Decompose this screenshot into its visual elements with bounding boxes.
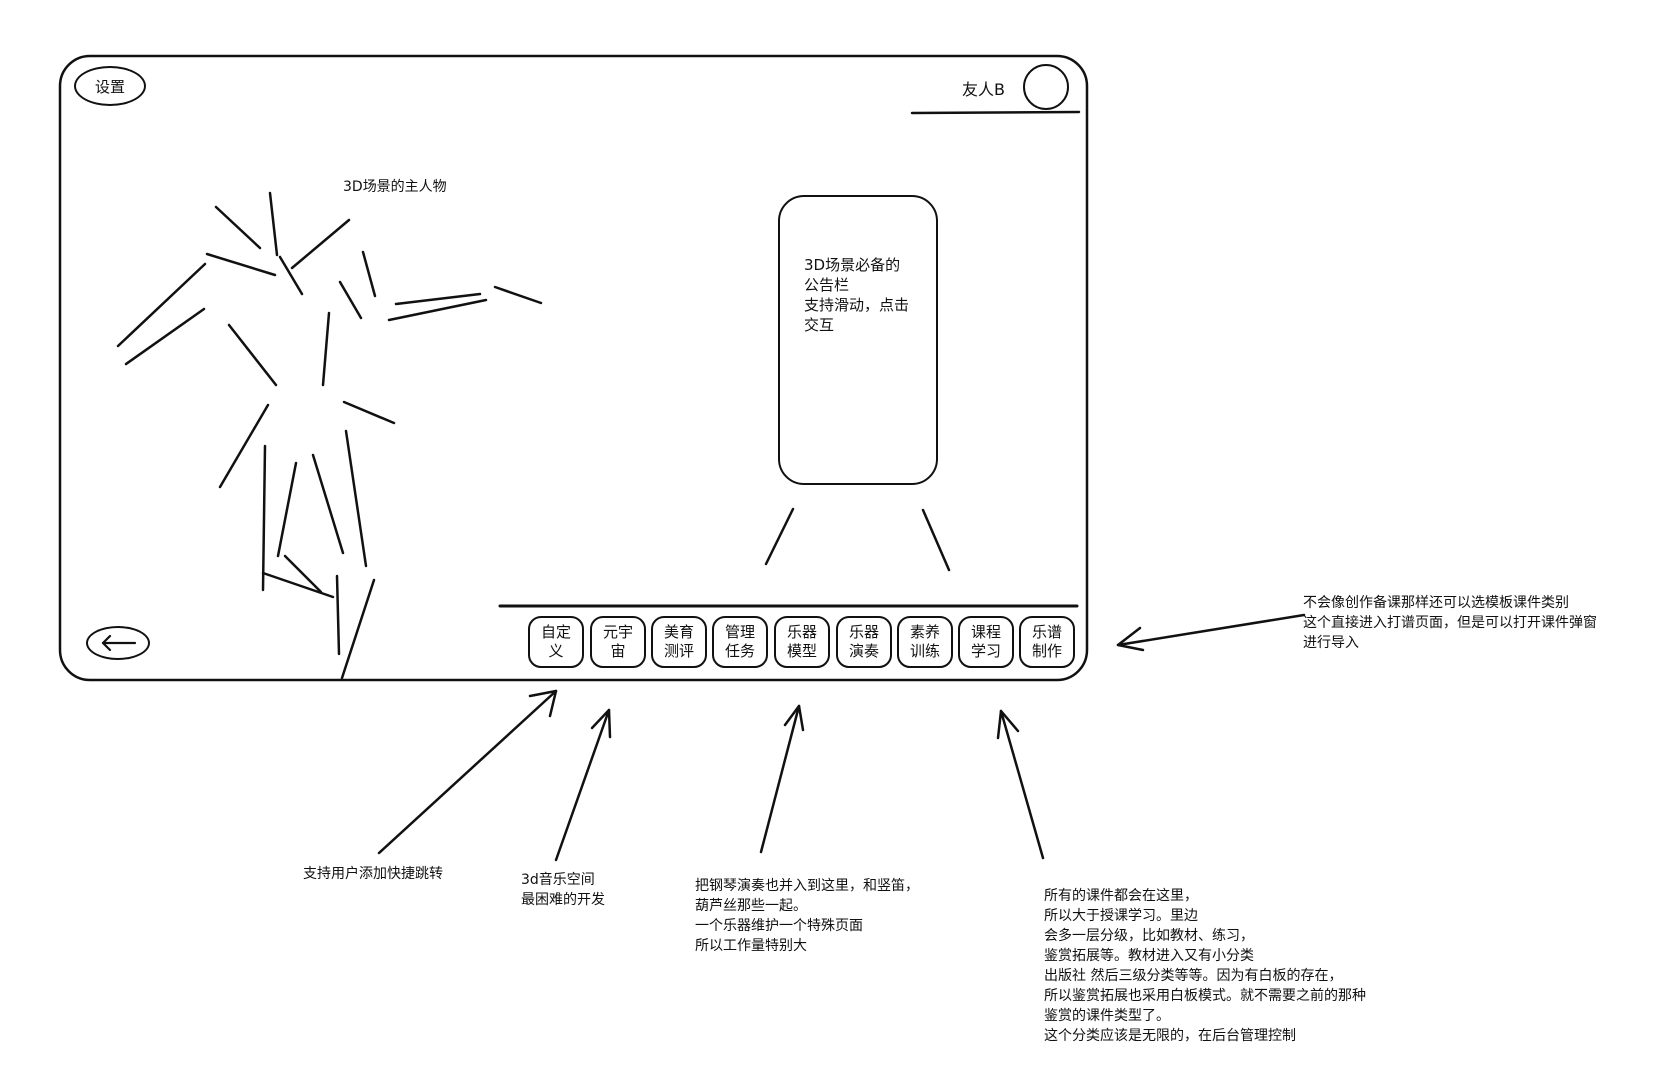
literacy-training-button[interactable]: 素养 训练 [897, 616, 953, 668]
bulletin-text: 3D场景必备的 公告栏 支持滑动，点击 交互 [804, 256, 910, 334]
custom-label: 自定 义 [540, 623, 571, 660]
bulletin-leg-right [921, 508, 951, 572]
score-making-button[interactable]: 乐谱 制作 [1019, 616, 1075, 668]
manage-tasks-button[interactable]: 管理 任务 [712, 616, 768, 668]
bulletin-board[interactable]: 3D场景必备的 公告栏 支持滑动，点击 交互 [778, 195, 938, 485]
annotation-instruments: 把钢琴演奏也并入到这里，和竖笛， 葫芦丝那些一起。 一个乐器维护一个特殊页面 所… [695, 878, 919, 954]
instrument-model-label: 乐器 模型 [786, 623, 817, 660]
metaverse-button[interactable]: 元宇 宙 [590, 616, 646, 668]
arrow-left-icon [101, 634, 137, 652]
instrument-model-button[interactable]: 乐器 模型 [774, 616, 830, 668]
manage-tasks-label: 管理 任务 [724, 623, 755, 660]
aesthetic-eval-label: 美育 测评 [663, 623, 694, 660]
character-label: 3D场景的主人物 [343, 179, 447, 195]
annotation-courses: 所有的课件都会在这里， 所以大于授课学习。里边 会多一层分级，比如教材、练习， … [1044, 888, 1366, 1044]
instrument-play-button[interactable]: 乐器 演奏 [836, 616, 892, 668]
settings-button[interactable]: 设置 [74, 66, 146, 106]
avatar[interactable] [1023, 64, 1069, 110]
aesthetic-eval-button[interactable]: 美育 测评 [651, 616, 707, 668]
back-button[interactable] [86, 626, 150, 660]
annotation-custom: 支持用户添加快捷跳转 [303, 866, 443, 882]
instrument-play-label: 乐器 演奏 [848, 623, 879, 660]
score-making-label: 乐谱 制作 [1031, 623, 1062, 660]
literacy-training-label: 素养 训练 [909, 623, 940, 660]
bulletin-leg-left [764, 507, 795, 566]
annotation-score: 不会像创作备课那样还可以选模板课件类别 这个直接进入打谱页面，但是可以打开课件弹… [1303, 595, 1597, 651]
course-learning-label: 课程 学习 [970, 623, 1001, 660]
arrow-metaverse [554, 708, 612, 862]
friend-name: 友人B [962, 80, 1005, 99]
course-learning-button[interactable]: 课程 学习 [958, 616, 1014, 668]
arrow-custom [377, 689, 558, 855]
metaverse-label: 元宇 宙 [602, 623, 633, 660]
arrow-instruments [759, 704, 805, 854]
annotation-metaverse: 3d音乐空间 最困难的开发 [521, 872, 605, 908]
arrow-courses [996, 709, 1045, 860]
character-sketch [116, 191, 543, 680]
custom-button[interactable]: 自定 义 [528, 616, 584, 668]
header-underline [910, 110, 1081, 115]
settings-label: 设置 [94, 77, 125, 96]
arrow-score [1116, 613, 1306, 652]
